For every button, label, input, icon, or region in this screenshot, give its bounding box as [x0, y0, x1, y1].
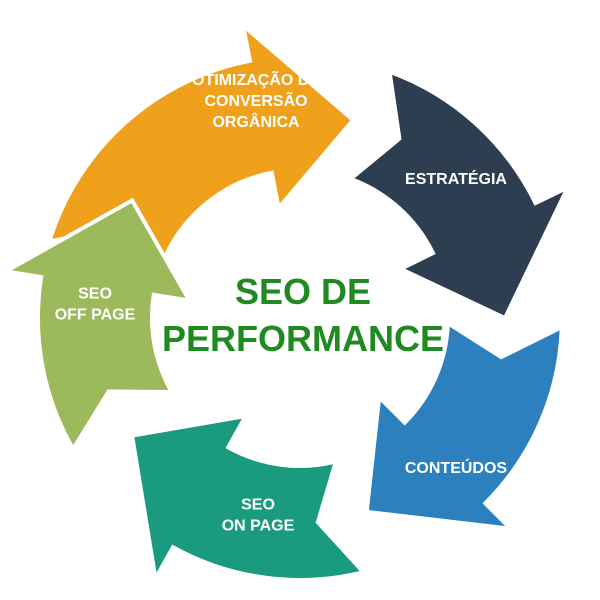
cycle-arrows — [0, 20, 573, 585]
cycle-label-seo-off-page: SEO OFF PAGE — [55, 286, 136, 324]
cycle-label-conteudos: CONTEÚDOS — [405, 458, 508, 477]
cycle-label-line: SEO — [241, 497, 275, 514]
cycle-label-line: ESTRATÉGIA — [405, 169, 507, 188]
cycle-label-line: CONTEÚDOS — [405, 458, 508, 477]
cycle-label-line: ON PAGE — [222, 518, 295, 535]
center-title: SEO DE PERFORMANCE — [162, 271, 444, 359]
cycle-label-seo-on-page: SEO ON PAGE — [222, 497, 295, 535]
center-title-line-1: SEO DE — [235, 271, 371, 312]
cycle-label-line: SEO — [78, 286, 112, 303]
cycle-label-line: OTIMIZAÇÃO DE — [192, 69, 320, 89]
cycle-label-line: OFF PAGE — [55, 307, 136, 324]
cycle-label-estrategia: ESTRATÉGIA — [405, 169, 507, 188]
cycle-arrow-seo-off-page — [0, 197, 194, 453]
cycle-arrow-estrategia — [346, 68, 573, 321]
cycle-arrow-conteudos — [364, 319, 564, 532]
cycle-label-line: ORGÂNICA — [212, 112, 300, 131]
center-title-line-2: PERFORMANCE — [162, 318, 444, 359]
cycle-label-line: CONVERSÃO — [204, 90, 307, 110]
cycle-arrow-seo-on-page — [129, 413, 368, 585]
